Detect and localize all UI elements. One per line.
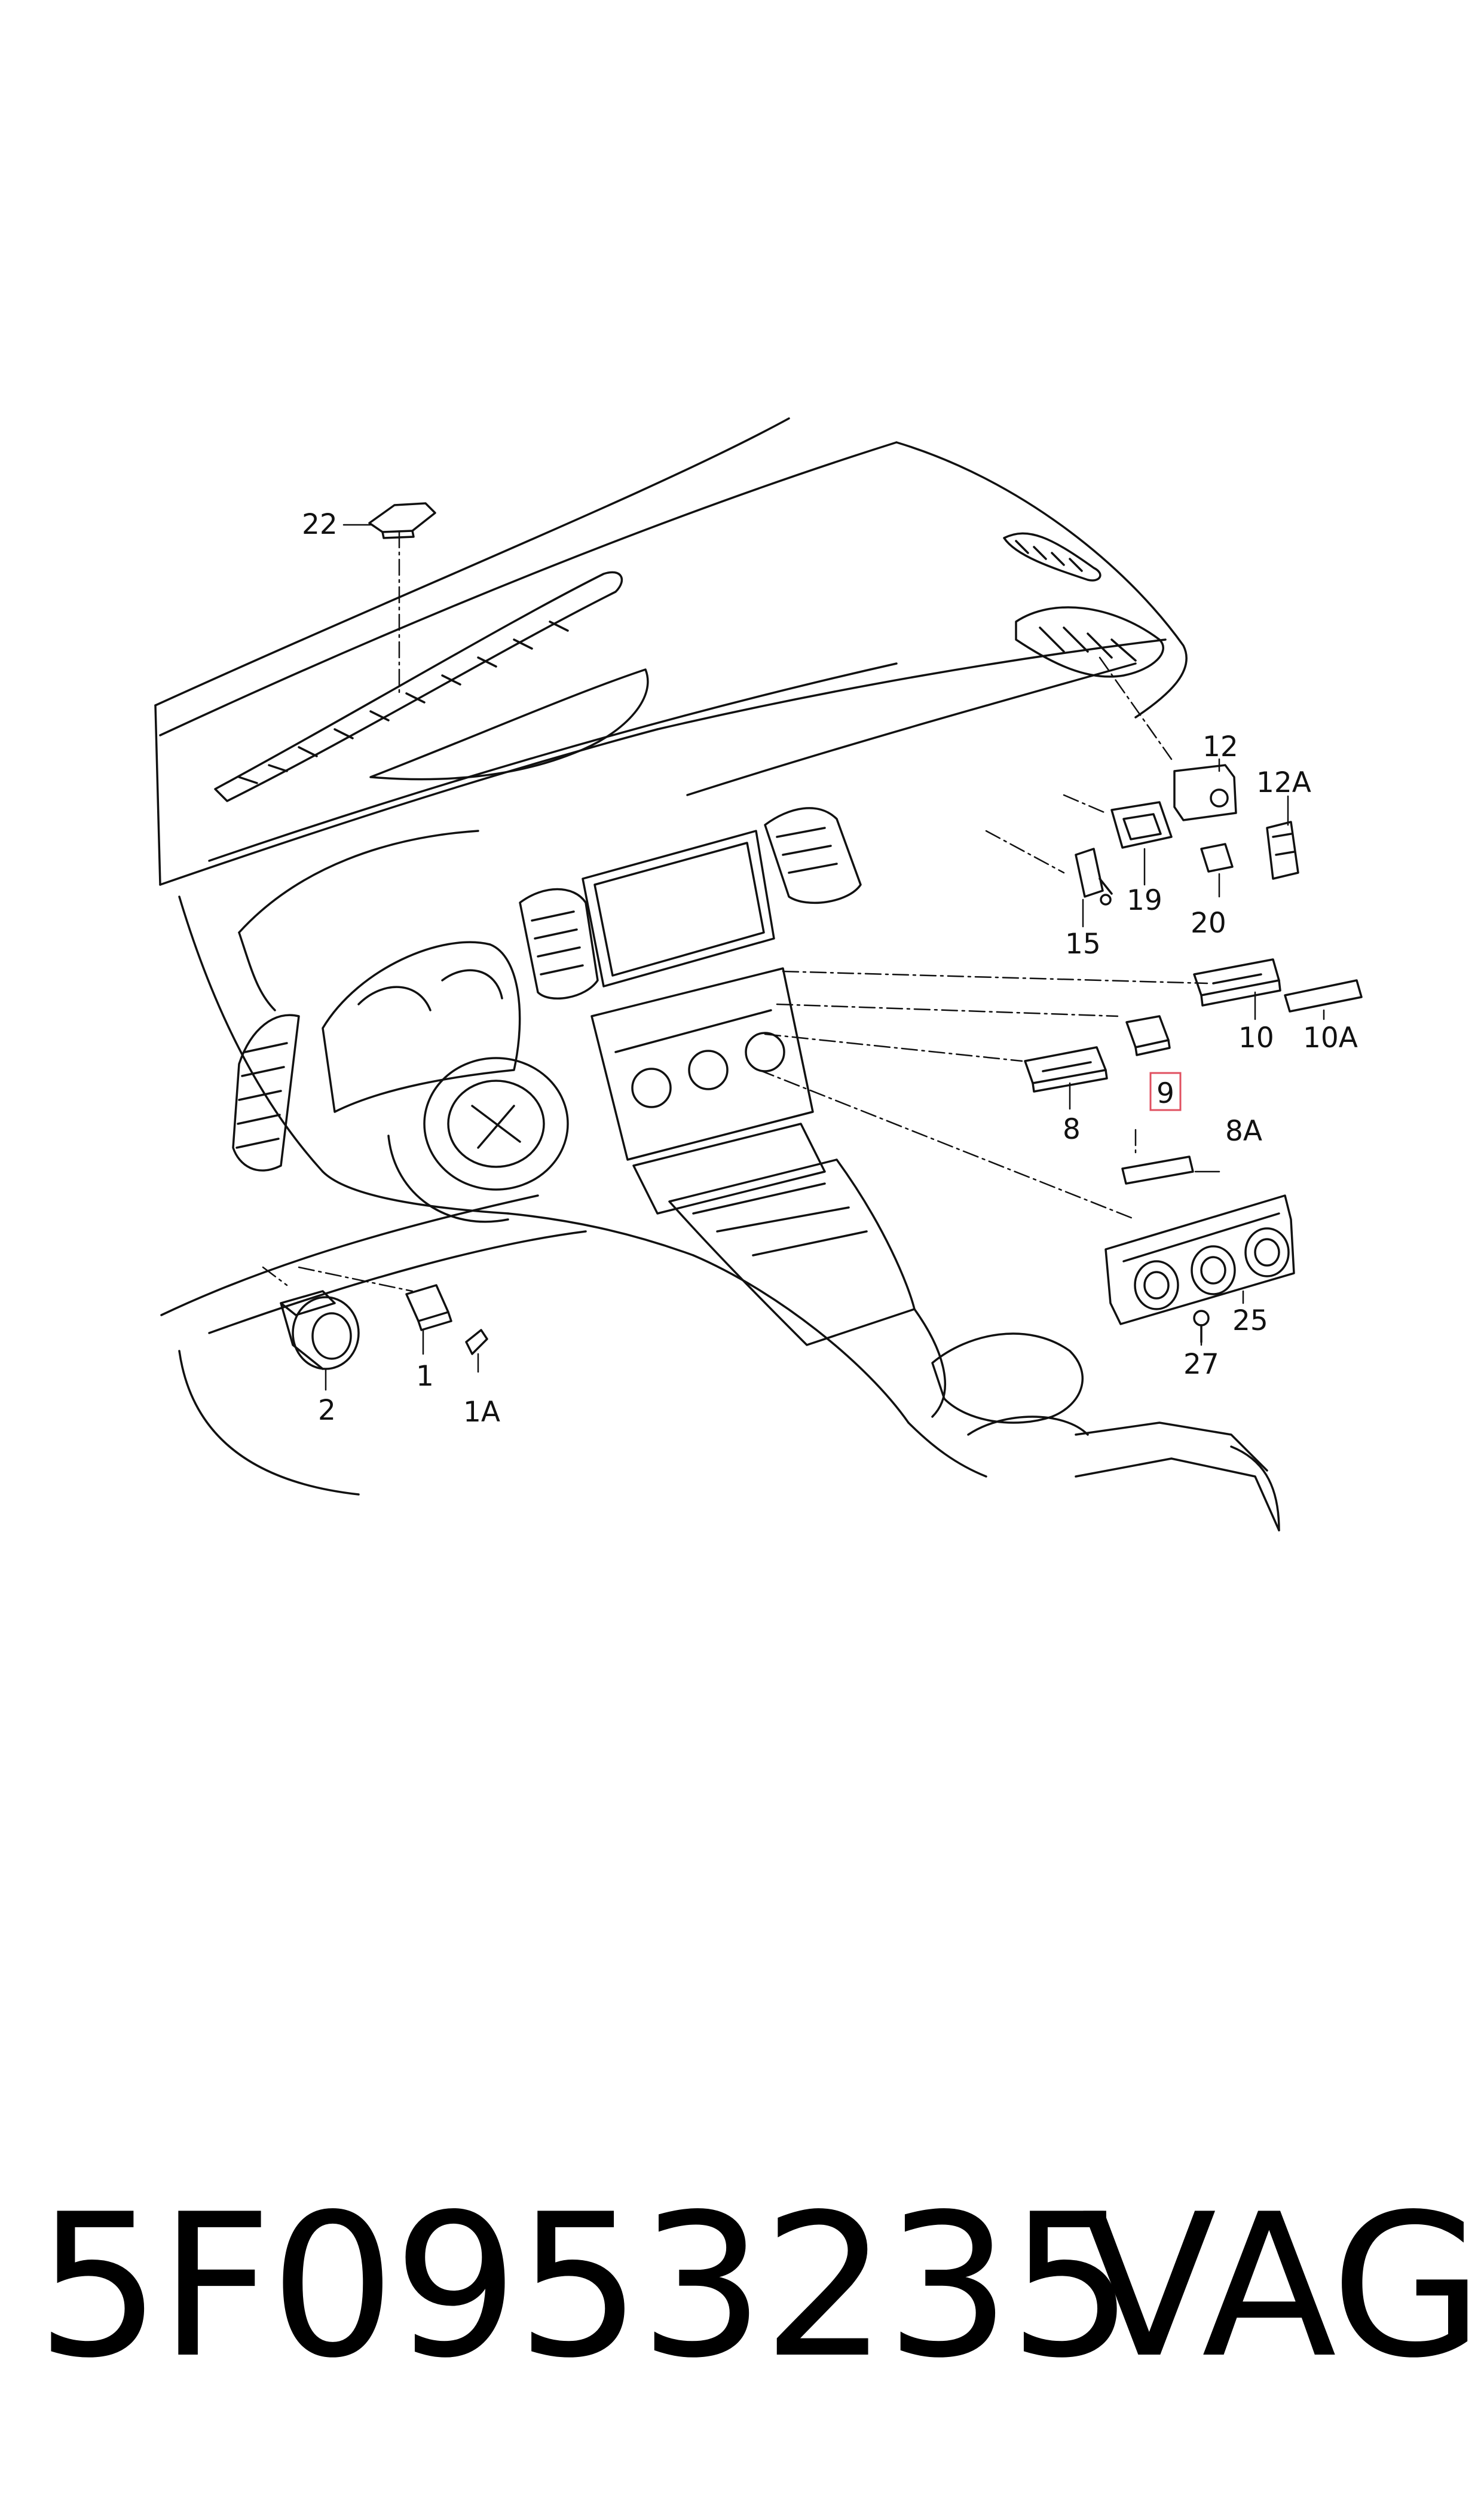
label-10: 10 xyxy=(1238,1022,1274,1054)
part-20-plug[interactable] xyxy=(1200,843,1234,873)
label-8: 8 xyxy=(1063,1113,1081,1146)
label-10a: 10A xyxy=(1303,1022,1358,1054)
label-22: 22 xyxy=(302,508,338,541)
right-air-vent xyxy=(1003,532,1164,678)
callout-labels: 22 12 12A 19 20 15 10 10A 9 8 8A 25 27 2… xyxy=(302,508,1358,1429)
left-air-vent xyxy=(232,1014,300,1172)
part-1a-cover[interactable] xyxy=(465,1329,488,1355)
part-2-light-switch[interactable] xyxy=(280,1290,360,1370)
instrument-cluster xyxy=(322,941,521,1113)
label-12a: 12A xyxy=(1256,766,1311,799)
part-25-climate-control[interactable] xyxy=(1104,1194,1295,1325)
part-10-switch-panel[interactable] xyxy=(1193,958,1281,1007)
part-9-highlight-box xyxy=(1149,1072,1182,1111)
label-8a: 8A xyxy=(1225,1115,1262,1148)
part-1-switch[interactable] xyxy=(405,1284,452,1331)
center-console xyxy=(590,967,1280,1531)
part-27-screw[interactable] xyxy=(1193,1310,1210,1343)
label-27: 27 xyxy=(1183,1348,1219,1381)
center-air-vents xyxy=(519,807,862,1000)
defrost-vent xyxy=(214,571,649,802)
part-19-switch[interactable] xyxy=(1110,801,1173,849)
label-leaders xyxy=(325,524,1325,1391)
label-20: 20 xyxy=(1191,907,1226,940)
part-22-sensor[interactable] xyxy=(368,502,436,539)
part-12a-cover[interactable] xyxy=(1266,821,1299,880)
dashboard-outline xyxy=(154,417,1188,1496)
part-9-switch[interactable] xyxy=(1125,1015,1171,1056)
part-10a-trim[interactable] xyxy=(1284,979,1363,1013)
steering-column xyxy=(387,1057,569,1223)
label-2: 2 xyxy=(318,1394,336,1427)
infotainment-screen xyxy=(582,830,775,988)
label-12: 12 xyxy=(1203,730,1238,763)
part-15-bracket[interactable] xyxy=(1075,848,1113,906)
leader-lines xyxy=(262,531,1208,1292)
brand-text: VAG xyxy=(1082,2172,1483,2401)
part-8a-trim[interactable] xyxy=(1121,1155,1194,1185)
part-8-switch-panel[interactable] xyxy=(1024,1046,1108,1093)
part-12-switch[interactable] xyxy=(1173,764,1237,821)
label-1: 1 xyxy=(416,1360,434,1393)
label-15: 15 xyxy=(1065,928,1101,961)
label-19: 19 xyxy=(1127,884,1162,917)
part-number-text: 5F0953235 xyxy=(36,2172,1134,2401)
label-9: 9 xyxy=(1156,1077,1174,1110)
label-25: 25 xyxy=(1232,1304,1268,1337)
label-1a: 1A xyxy=(463,1396,500,1429)
